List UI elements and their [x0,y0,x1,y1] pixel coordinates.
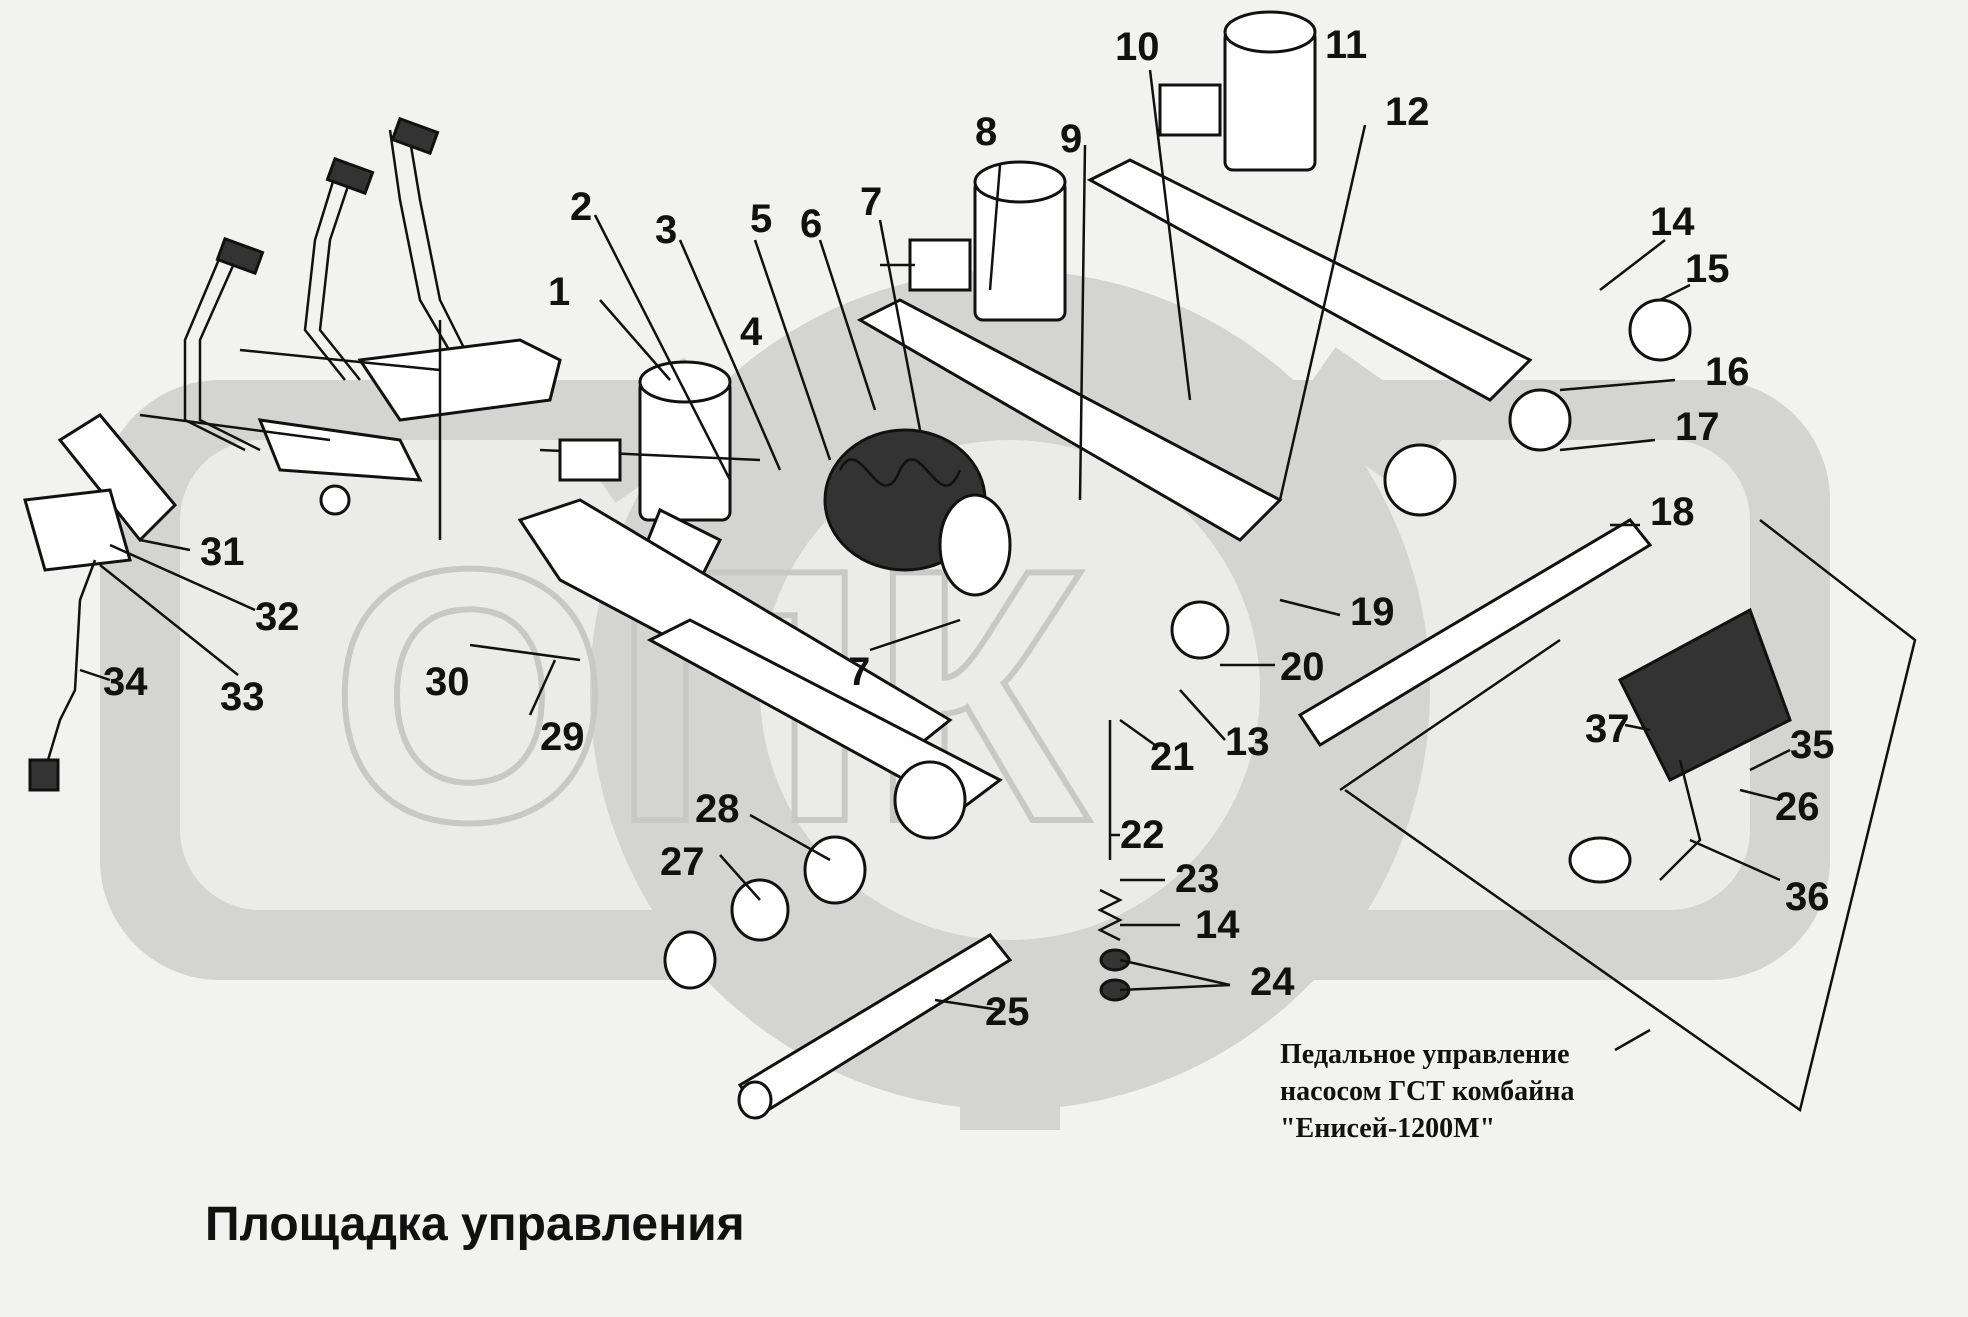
callout-26: 26 [1775,785,1820,829]
callout-18: 18 [1650,490,1695,534]
callout-1: 1 [548,270,570,314]
callout-14-top: 14 [1650,200,1695,244]
callout-33: 33 [220,675,265,719]
bushings [663,298,1692,990]
callout-21: 21 [1150,735,1195,779]
brake-pedals [139,116,562,540]
callout-14-bottom: 14 [1195,903,1240,947]
callout-36: 36 [1785,875,1830,919]
callout-29: 29 [540,715,585,759]
callout-23: 23 [1175,857,1220,901]
callout-30: 30 [425,660,470,704]
page-title: Площадка управления [205,1198,745,1251]
callout-15: 15 [1685,247,1730,291]
callout-13: 13 [1225,720,1270,764]
callout-11: 11 [1325,23,1367,67]
callout-6: 6 [800,202,822,246]
pedal-beams [517,158,1533,812]
clutch-pedal [23,413,178,792]
return-spring [823,428,1012,597]
callout-3: 3 [655,208,677,252]
callout-8: 8 [975,110,997,154]
callout-28: 28 [695,787,740,831]
callout-37: 37 [1585,707,1630,751]
callout-12: 12 [1385,90,1430,134]
callout-24: 24 [1250,960,1295,1004]
callout-19: 19 [1350,590,1395,634]
callout-16: 16 [1705,350,1750,394]
hst-caption: Педальное управление насосом ГСТ комбайн… [1280,1039,1574,1144]
callout-9: 9 [1060,117,1082,161]
callout-35: 35 [1790,723,1835,767]
caption-line-3: "Енисей-1200М" [1280,1113,1495,1144]
callout-20: 20 [1280,645,1325,689]
callout-4: 4 [740,310,763,354]
callout-5: 5 [750,197,772,241]
callout-25: 25 [985,990,1030,1034]
callout-7-top: 7 [860,180,882,224]
callout-34: 34 [103,660,148,704]
callout-10: 10 [1115,25,1160,69]
callout-7-bottom: 7 [848,650,870,694]
leader-lines [79,69,1917,1113]
callout-22: 22 [1120,813,1165,857]
callout-31: 31 [200,530,245,574]
callout-numbers: 1 2 3 5 6 7 4 8 9 10 11 12 14 15 16 17 1… [103,23,1835,1034]
caption-line-1: Педальное управление [1280,1039,1570,1070]
hst-foot-pedal [1339,607,1792,884]
adjust-rod [1097,720,1131,1002]
master-cylinder-3 [1158,10,1317,172]
callout-2: 2 [570,185,592,229]
shafts [737,518,1653,1120]
callout-32: 32 [255,595,300,639]
caption-line-2: насосом ГСТ комбайна [1280,1076,1574,1107]
callout-27: 27 [660,840,705,884]
callout-17: 17 [1675,405,1720,449]
master-cylinder-2 [880,160,1067,322]
